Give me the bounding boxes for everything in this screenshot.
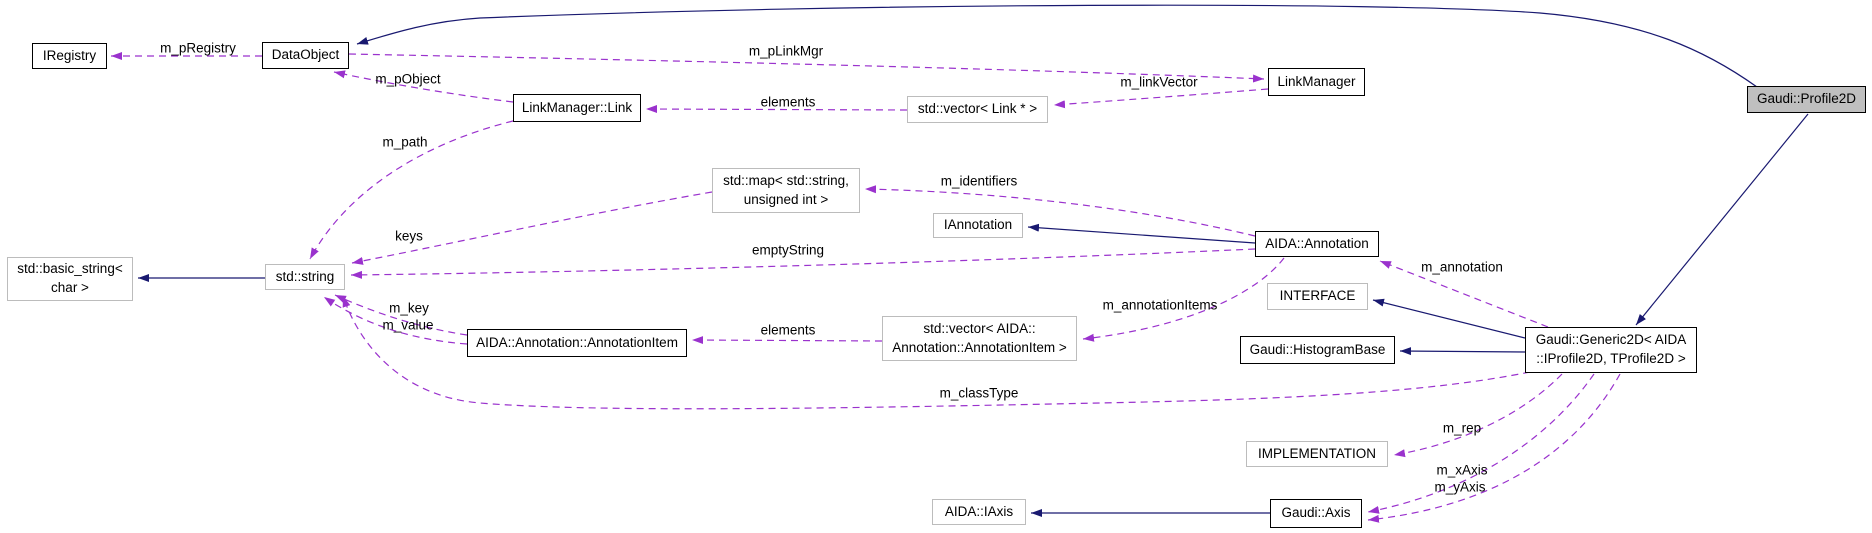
- node-linkmanager[interactable]: LinkManager: [1268, 68, 1365, 96]
- node-interface[interactable]: INTERFACE: [1267, 283, 1368, 310]
- node-dataobject[interactable]: DataObject: [262, 42, 349, 69]
- edge-annotation-to-map: [864, 185, 1256, 237]
- edge-generic2d-to-implementation: [1393, 373, 1563, 458]
- edge-link-to-string-mpath: [309, 120, 514, 260]
- node-histogram-base[interactable]: Gaudi::HistogramBase: [1240, 336, 1395, 364]
- node-annotation-item[interactable]: AIDA::Annotation::AnnotationItem: [467, 329, 687, 357]
- edge-vectorannotationitem-to-annotationitem: [691, 336, 883, 345]
- edge-profile2d-to-dataobject: [356, 4, 1758, 88]
- edge-link-to-dataobject: [333, 70, 514, 103]
- edge-annotation-to-vectorannotationitem: [1082, 257, 1285, 342]
- edge-generic2d-to-annotation: [1379, 260, 1549, 328]
- edge-annotationitem-to-string-mvalue: [323, 296, 468, 345]
- node-iannotation[interactable]: IAnnotation: [933, 213, 1023, 238]
- edge-annotation-to-string-emptystring: [350, 248, 1256, 279]
- edge-map-to-string-keys: [351, 191, 713, 265]
- edge-dataobject-to-linkmanager: [348, 53, 1265, 83]
- node-aida-iaxis[interactable]: AIDA::IAxis: [932, 499, 1026, 525]
- edge-vectorlink-to-link: [645, 105, 908, 114]
- edge-generic2d-to-histogrambase: [1399, 347, 1526, 356]
- edge-annotation-to-iannotation: [1027, 223, 1256, 244]
- edge-annotationitem-to-string-mkey: [334, 294, 468, 336]
- node-gaudi-axis[interactable]: Gaudi::Axis: [1270, 499, 1362, 528]
- node-aida-annotation[interactable]: AIDA::Annotation: [1255, 231, 1379, 257]
- node-std-string[interactable]: std::string: [265, 264, 345, 290]
- edge-linkmanager-to-vectorlink: [1053, 88, 1269, 109]
- edge-generic2d-to-interface: [1372, 298, 1526, 339]
- edge-generic2d-to-axis-myaxis: [1367, 373, 1621, 523]
- node-vector-link[interactable]: std::vector< Link * >: [907, 96, 1048, 123]
- node-map-string-uint[interactable]: std::map< std::string, unsigned int >: [712, 168, 860, 213]
- node-iregistry[interactable]: IRegistry: [32, 43, 107, 69]
- edge-generic2d-to-string-mclasstype: [342, 295, 1531, 410]
- node-implementation[interactable]: IMPLEMENTATION: [1246, 441, 1388, 467]
- edge-generic2d-to-axis-mxaxis: [1367, 373, 1595, 514]
- node-linkmanager-link[interactable]: LinkManager::Link: [513, 94, 641, 122]
- node-generic2d[interactable]: Gaudi::Generic2D< AIDA ::IProfile2D, TPr…: [1525, 327, 1697, 373]
- node-vector-annotation-item[interactable]: std::vector< AIDA:: Annotation::Annotati…: [882, 316, 1077, 361]
- node-gaudi-profile2d[interactable]: Gaudi::Profile2D: [1747, 86, 1866, 113]
- node-basic-string[interactable]: std::basic_string< char >: [7, 257, 133, 301]
- edge-profile2d-to-generic2d: [1635, 113, 1809, 326]
